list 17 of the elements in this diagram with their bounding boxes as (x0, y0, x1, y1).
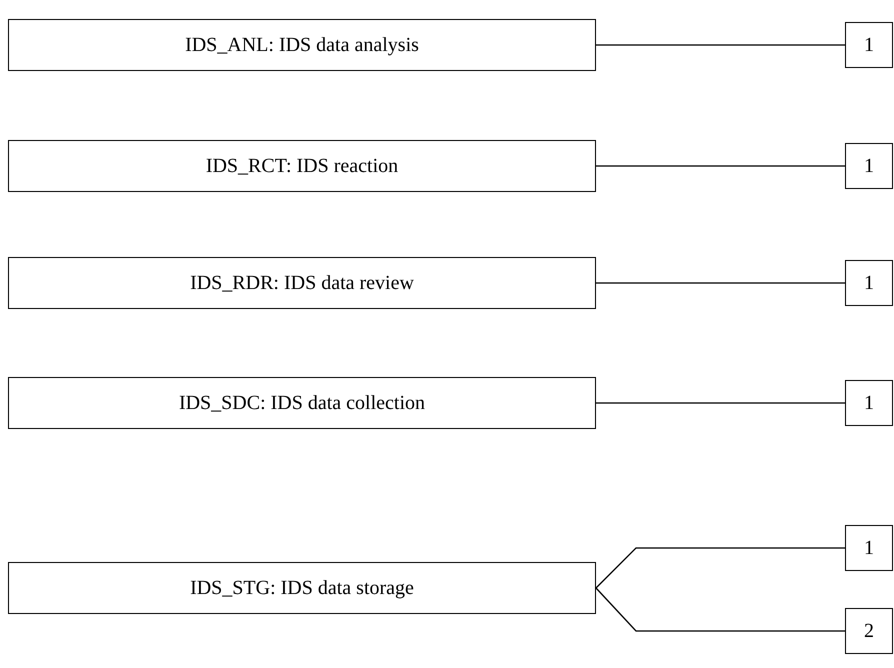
label-box: 1 (845, 22, 893, 68)
label-box: 1 (845, 143, 893, 189)
label-box: IDS_STG: IDS data storage (8, 562, 596, 614)
connector-line (596, 282, 845, 284)
connector-line (596, 402, 845, 404)
label-box: 1 (845, 260, 893, 306)
connector-line (596, 547, 845, 588)
label-box: 1 (845, 380, 893, 426)
label-box: 1 (845, 525, 893, 571)
label-box: 2 (845, 608, 893, 654)
connector-line (596, 44, 845, 46)
label-box: IDS_RCT: IDS reaction (8, 140, 596, 192)
label-box: IDS_ANL: IDS data analysis (8, 19, 596, 71)
label-box: IDS_RDR: IDS data review (8, 257, 596, 309)
connector-line (596, 165, 845, 167)
connector-line (596, 588, 845, 632)
label-box: IDS_SDC: IDS data collection (8, 377, 596, 429)
